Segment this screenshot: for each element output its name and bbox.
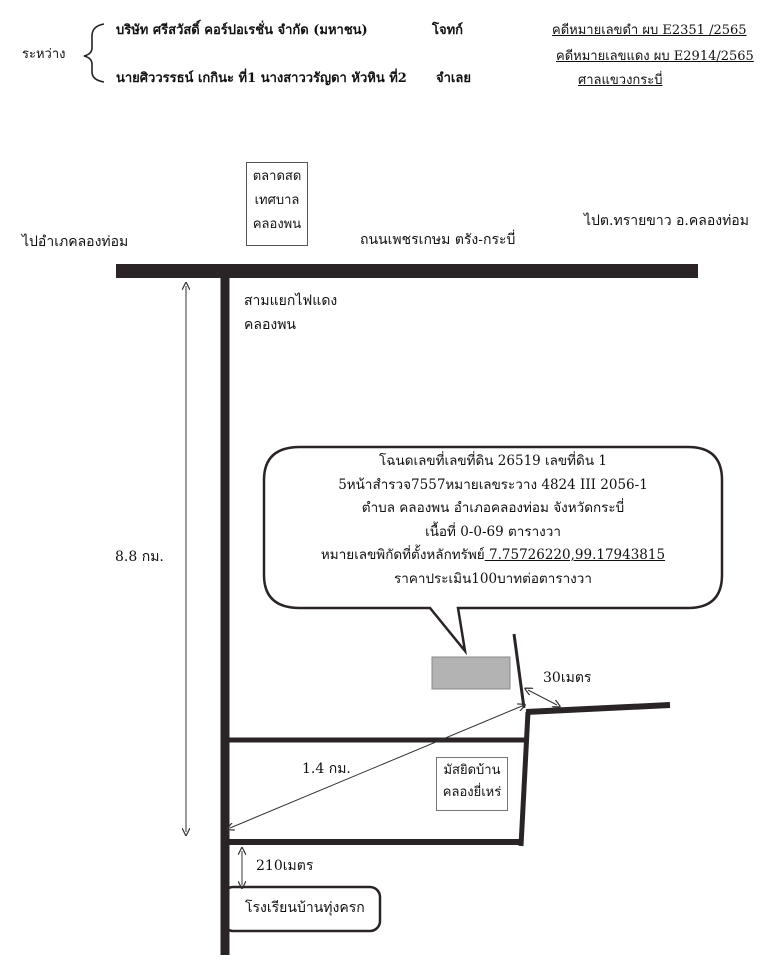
main-road-label: ถนนเพชรเกษม ตรัง-กระบี่ bbox=[360, 232, 516, 248]
market-line2: เทศบาล bbox=[254, 193, 300, 208]
road-east-branch bbox=[525, 702, 671, 715]
defendant-name: นายศิววรรธน์ เกกินะ ที่1 นางสาววรัญดา หั… bbox=[116, 71, 407, 86]
junction-line2: คลองพน bbox=[244, 317, 296, 333]
callout-deed-line: โฉนดเลขที่เลขที่ดิน 26519 เลขที่ดิน 1 bbox=[379, 453, 607, 469]
callout-coords-label: หมายเลขพิกัดที่ตั้งหลักทรัพย์ bbox=[320, 547, 485, 563]
callout-text: โฉนดเลขที่เลขที่ดิน 26519 เลขที่ดิน 1 5ห… bbox=[264, 447, 722, 591]
distance-210m: 210เมตร bbox=[256, 858, 314, 874]
callout-area-line: เนื้อที่ 0-0-69 ตารางวา bbox=[425, 523, 561, 540]
to-right-label: ไปต.ทรายขาว อ.คลองท่อม bbox=[584, 213, 749, 229]
junction-line1: สามแยกไฟแดง bbox=[244, 293, 338, 309]
callout-bubble bbox=[262, 445, 724, 656]
lane-near-parcel bbox=[512, 633, 526, 709]
defendant-role: จำเลย bbox=[436, 71, 471, 86]
road-connector bbox=[518, 711, 531, 847]
callout-survey-line: 5หน้าสำรวจ7557หมายเลขระวาง 4824 III 2056… bbox=[338, 476, 648, 493]
distance-8-8km: 8.8 กม. bbox=[115, 549, 164, 565]
land-parcel bbox=[431, 656, 511, 690]
callout-price-line: ราคาประเมิน100บาทต่อตารางวา bbox=[394, 570, 592, 587]
callout-coords-line: หมายเลขพิกัดที่ตั้งหลักทรัพย์ 7.75726220… bbox=[264, 544, 722, 568]
plaintiff-role: โจทก์ bbox=[432, 23, 464, 38]
red-case-number: คดีหมายเลขแดง ผบ E2914/2565 bbox=[556, 49, 754, 64]
distance-30m: 30เมตร bbox=[543, 670, 592, 686]
market-box: ตลาดสด เทศบาล คลองพน bbox=[246, 162, 308, 246]
school-label: โรงเรียนบ้านทุ่งครก bbox=[245, 900, 365, 916]
dimension-1-4km bbox=[230, 706, 522, 828]
between-label: ระหว่าง bbox=[22, 47, 66, 62]
dimension-30m bbox=[528, 690, 557, 705]
to-left-label: ไปอำเภคลองท่อม bbox=[22, 234, 129, 250]
black-case-number: คดีหมายเลขดำ ผบ E2351 /2565 bbox=[552, 23, 747, 38]
callout-location-line: ตำบล คลองพน อำเภอคลองท่อม จังหวัดกระบี่ bbox=[361, 500, 625, 516]
plaintiff-name: บริษัท ศรีสวัสดิ์ คอร์ปอเรชั่น จำกัด (มห… bbox=[116, 23, 368, 38]
market-line3: คลองพน bbox=[252, 217, 302, 232]
market-line1: ตลาดสด bbox=[252, 169, 302, 184]
court-name: ศาลแขวงกระบี่ bbox=[578, 73, 663, 88]
callout-coords-value: 7.75726220,99.17943815 bbox=[484, 547, 666, 563]
school-box bbox=[221, 885, 382, 933]
